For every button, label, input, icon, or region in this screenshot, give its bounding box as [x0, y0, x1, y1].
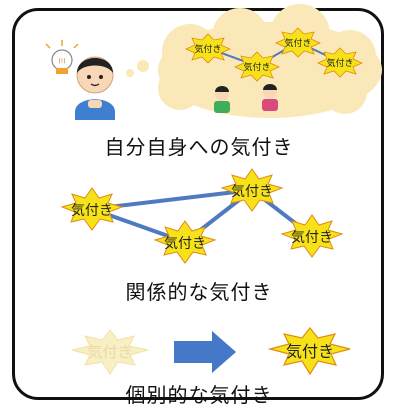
relation-burst-label: 気付き — [164, 236, 206, 252]
relation-burst — [153, 220, 217, 264]
relation-burst-label: 気付き — [71, 203, 113, 219]
thought-dot — [126, 69, 134, 77]
bright-burst — [267, 327, 351, 376]
caption-relational-awareness: 関係的な気付き — [125, 280, 273, 304]
thought-dot — [137, 60, 149, 72]
cloud-burst — [234, 51, 280, 82]
cloud-burst-label: 気付き — [194, 43, 221, 55]
cloud-burst — [317, 47, 363, 78]
cloud-burst — [275, 27, 321, 58]
caption-self-awareness: 自分自身への気付き — [104, 135, 294, 159]
faded-burst — [71, 329, 149, 375]
person-illustration — [262, 84, 278, 111]
relation-burst-label: 気付き — [291, 230, 333, 246]
cloud-burst-label: 気付き — [243, 61, 270, 73]
arrow-right-icon — [174, 331, 236, 373]
person-illustration — [214, 86, 230, 113]
cloud-burst-label: 気付き — [284, 37, 311, 49]
cloud-burst — [185, 33, 231, 64]
faded-burst-label: 気付き — [87, 343, 132, 361]
cloud-burst-label: 気付き — [326, 57, 353, 69]
lightbulb-icon — [45, 40, 79, 74]
boy-illustration — [75, 56, 115, 120]
thought-icon-text: (!) — [58, 58, 65, 65]
bright-burst-label: 気付き — [286, 342, 334, 361]
relation-burst-label: 気付き — [231, 184, 273, 200]
relation-burst — [60, 187, 124, 231]
caption-individual-awareness: 個別的な気付き — [125, 383, 273, 407]
relation-burst — [220, 168, 284, 212]
relation-burst — [280, 214, 344, 258]
